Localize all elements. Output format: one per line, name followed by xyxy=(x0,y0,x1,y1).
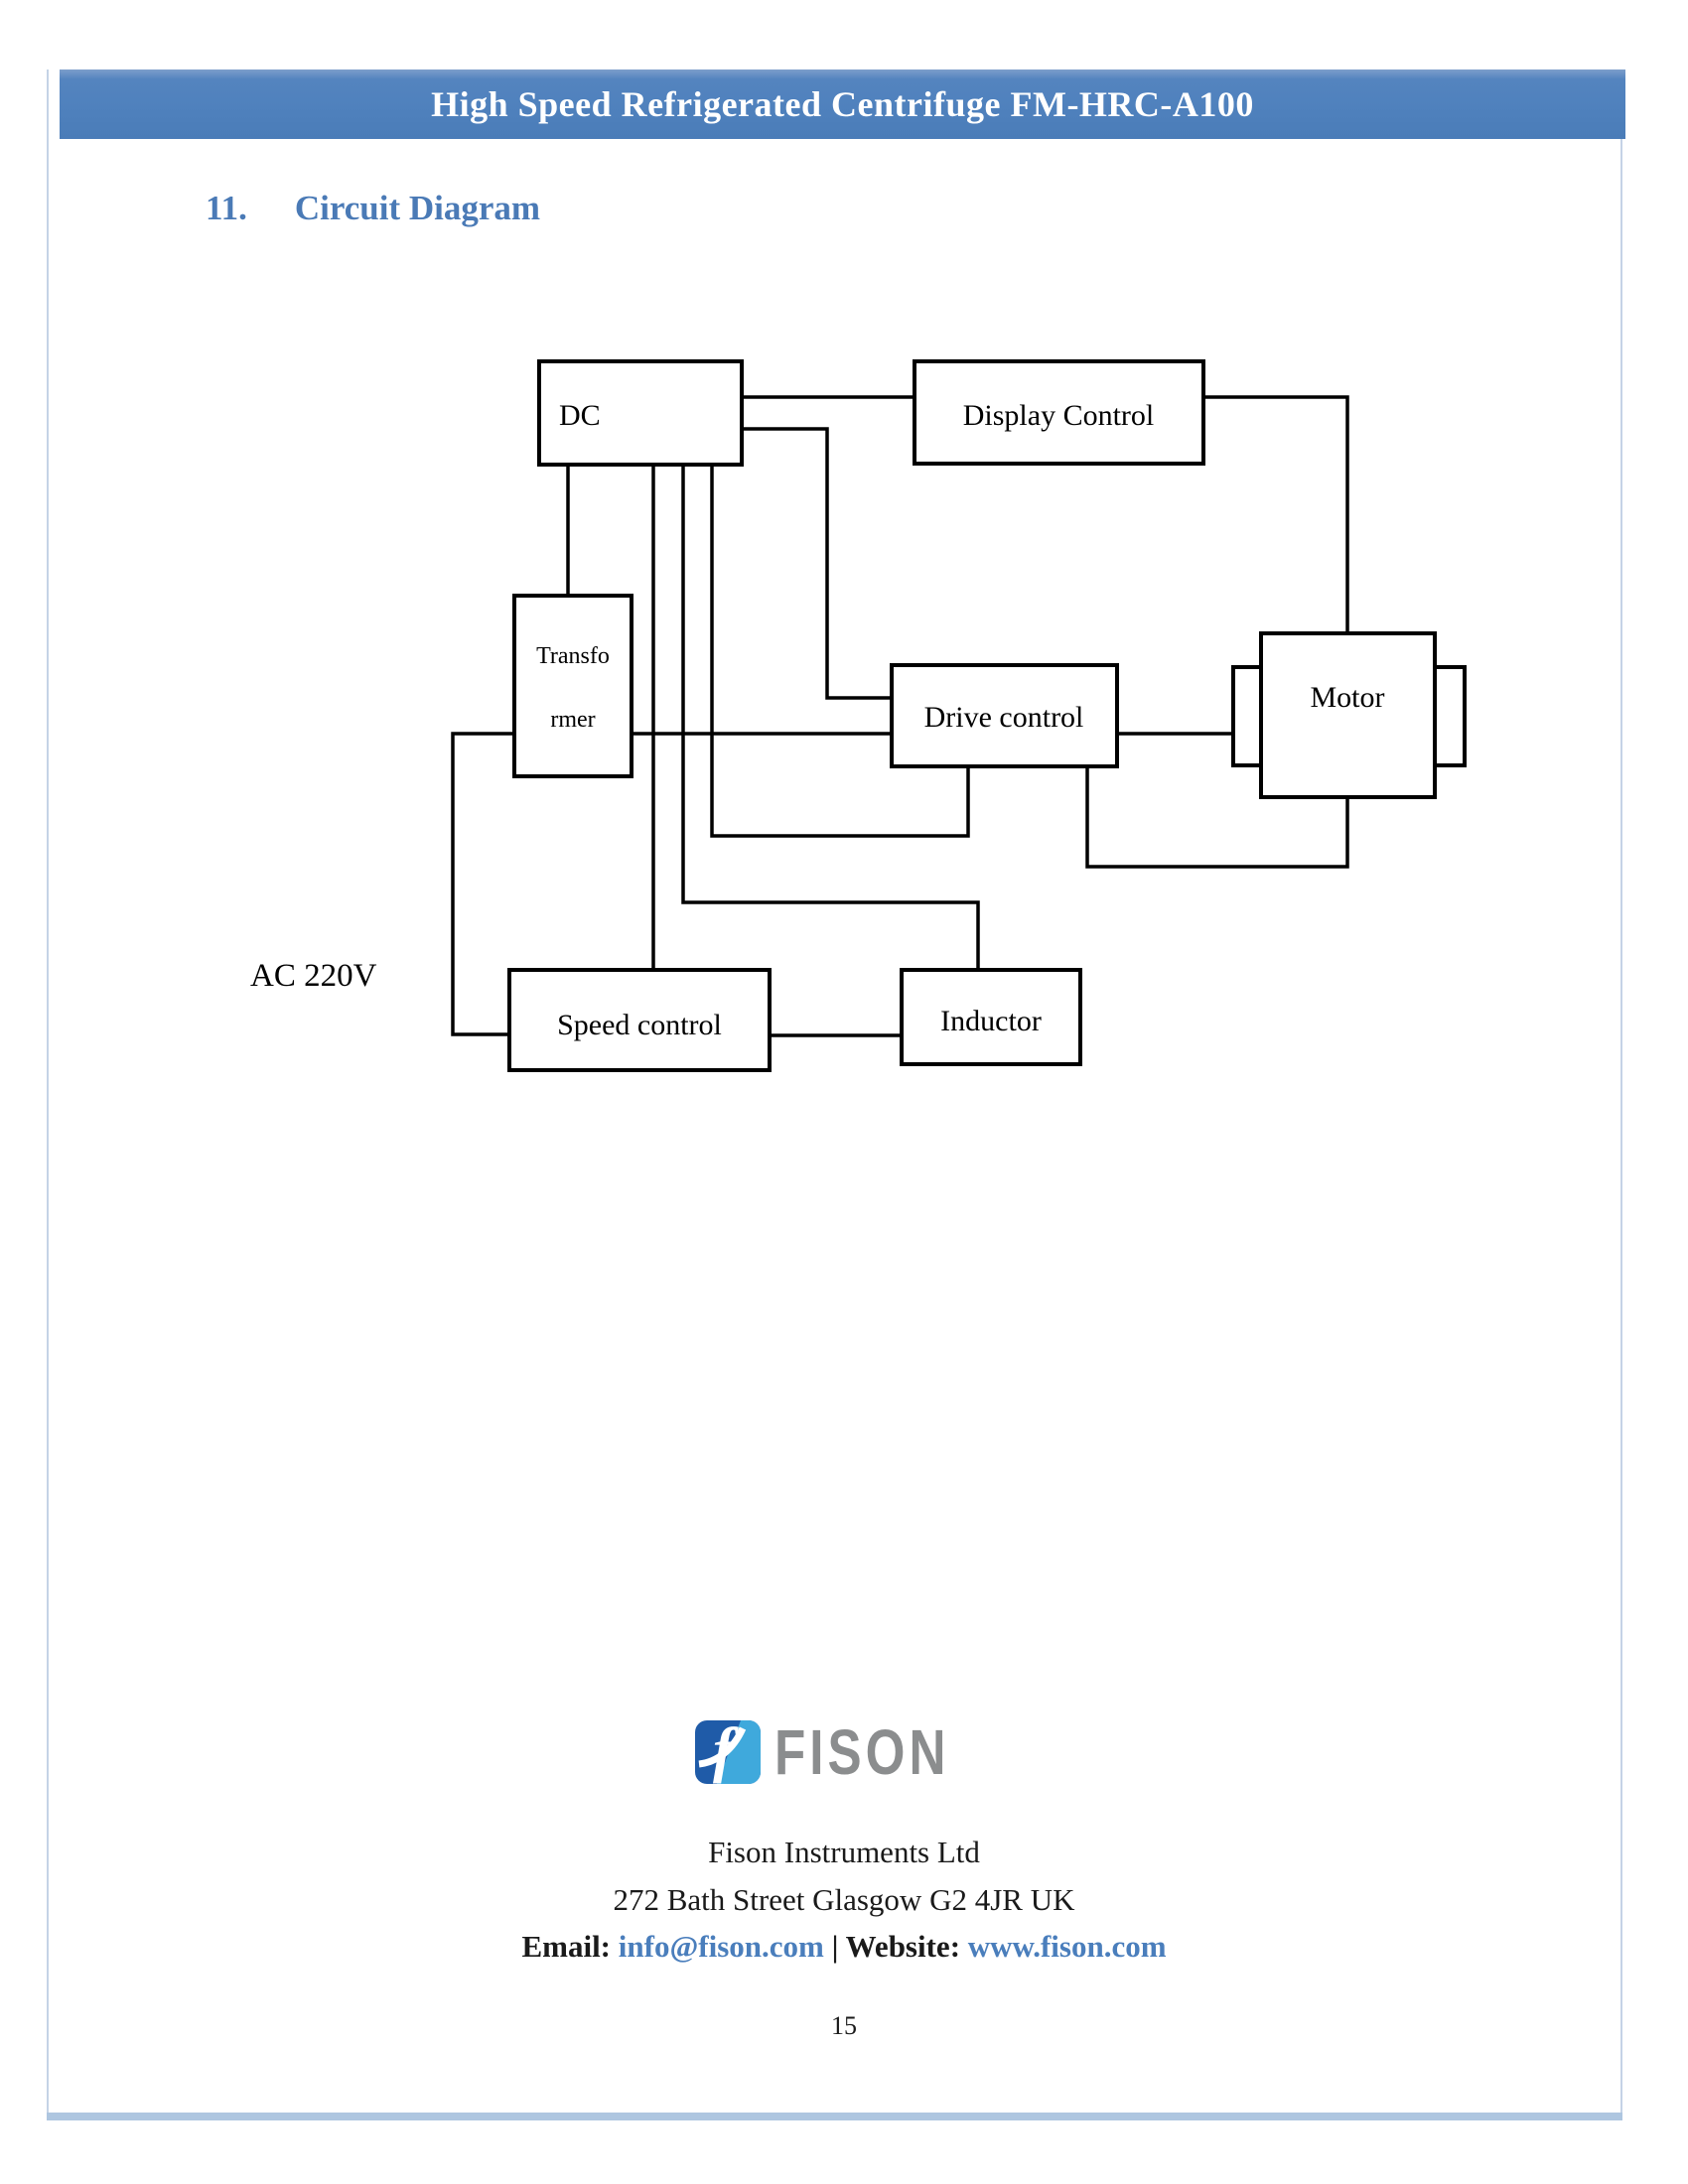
transformer-label-line2: rmer xyxy=(550,707,595,733)
drive-control-label: Drive control xyxy=(924,701,1084,734)
fison-logo-icon: f xyxy=(694,1720,761,1784)
email-label: Email: xyxy=(521,1929,612,1964)
ac-220v-label: AC 220V xyxy=(250,958,377,994)
motor-box xyxy=(1259,631,1437,799)
motor-label: Motor xyxy=(1311,681,1385,714)
contact-separator: | xyxy=(831,1929,839,1964)
speed-control-label: Speed control xyxy=(557,1009,722,1041)
edge-display-motor xyxy=(1203,395,1349,633)
footer-company: Fison Instruments Ltd xyxy=(708,1835,980,1869)
motor-right-terminal xyxy=(1433,665,1467,767)
dc-box xyxy=(537,359,744,467)
drive-control-box xyxy=(890,663,1119,768)
page-border-right xyxy=(1620,69,1622,2116)
transformer-label-line1: Transfo xyxy=(536,643,610,669)
website-label: Website: xyxy=(845,1929,961,1964)
dc-label: DC xyxy=(559,399,601,432)
edge-ac-transformer-speed xyxy=(451,732,514,1036)
page-footer-bar xyxy=(47,2113,1622,2120)
footer-contact: Email: info@fison.com | Website: www.fis… xyxy=(0,1929,1688,1965)
edge-dc-drive-top xyxy=(742,427,892,700)
edge-dc-drive-bottom xyxy=(710,465,970,838)
email-link[interactable]: info@fison.com xyxy=(618,1929,824,1964)
page-number: 15 xyxy=(831,2011,857,2040)
speed-control-box xyxy=(507,968,772,1072)
footer-address: 272 Bath Street Glasgow G2 4JR UK xyxy=(613,1882,1075,1917)
edge-drive-motor-bottom xyxy=(1085,766,1349,869)
page-title: High Speed Refrigerated Centrifuge FM-HR… xyxy=(431,84,1254,124)
section-heading: 11. Circuit Diagram xyxy=(206,189,540,228)
page-border-left xyxy=(47,69,49,2116)
website-link[interactable]: www.fison.com xyxy=(967,1929,1167,1964)
fison-logo-wordmark: FISON xyxy=(774,1716,950,1788)
inductor-box xyxy=(900,968,1082,1066)
section-number: 11. xyxy=(206,189,247,227)
circuit-diagram: DC Display Control Transfo rmer Drive co… xyxy=(250,359,1467,1072)
transformer-box xyxy=(512,594,633,778)
motor-left-terminal xyxy=(1231,665,1263,767)
header-bar: High Speed Refrigerated Centrifuge FM-HR… xyxy=(60,69,1625,139)
edge-dc-inductor xyxy=(681,465,980,970)
display-control-box xyxy=(913,359,1205,466)
display-control-label: Display Control xyxy=(963,399,1155,432)
fison-logo: f FISON xyxy=(0,1720,1688,1784)
inductor-label: Inductor xyxy=(940,1005,1042,1037)
section-title: Circuit Diagram xyxy=(294,189,541,227)
